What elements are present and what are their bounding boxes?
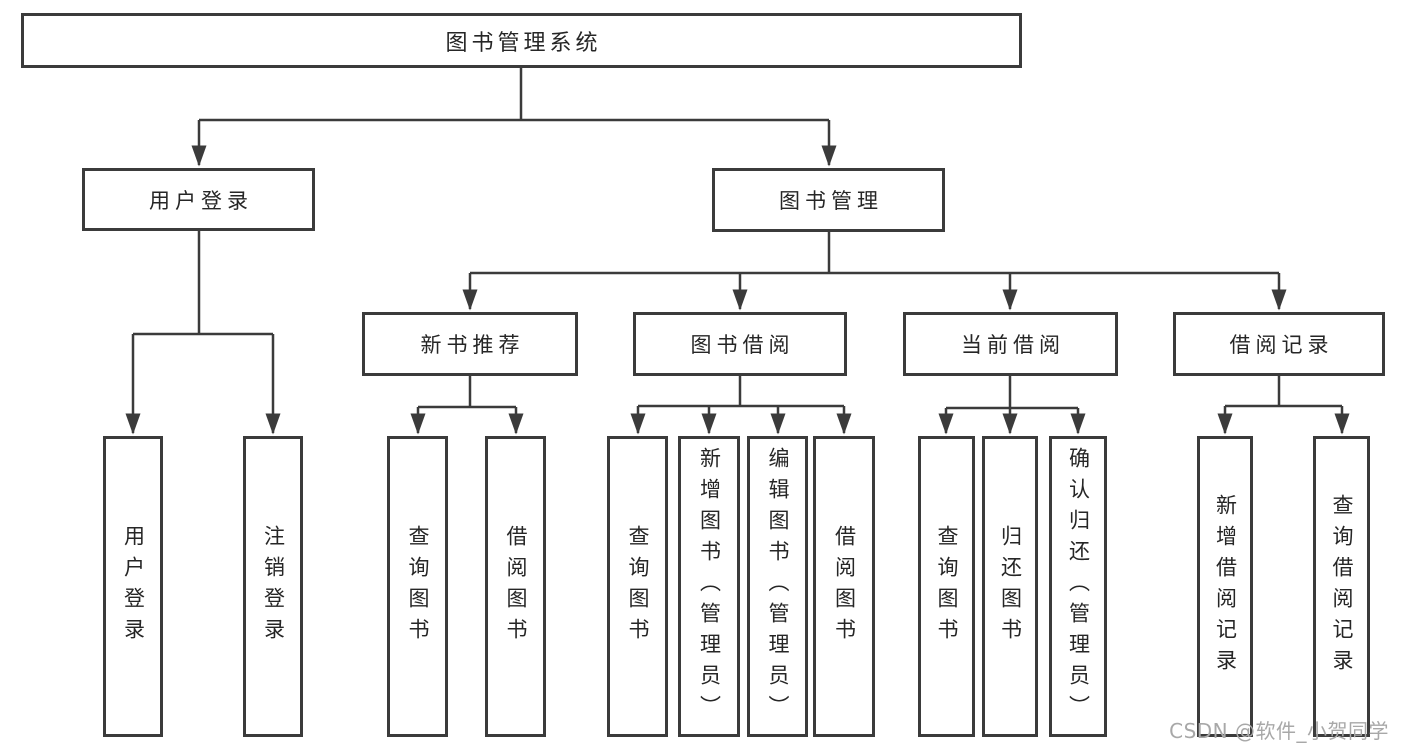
leaf-borrow-books-recommend: 借阅图书 <box>485 436 546 737</box>
node-root: 图书管理系统 <box>21 13 1022 68</box>
node-current-borrowing: 当前借阅 <box>903 312 1118 376</box>
leaf-user-login: 用户登录 <box>103 436 163 737</box>
leaf-add-borrow-record: 新增借阅记录 <box>1197 436 1253 737</box>
leaf-logout: 注销登录 <box>243 436 303 737</box>
leaf-query-borrow-record: 查询借阅记录 <box>1313 436 1370 737</box>
node-book-borrowing: 图书借阅 <box>633 312 847 376</box>
leaf-query-books-current: 查询图书 <box>918 436 975 737</box>
leaf-add-books-admin: 新增图书（管理员） <box>678 436 740 737</box>
node-user-login: 用户登录 <box>82 168 315 231</box>
leaf-return-books: 归还图书 <box>982 436 1038 737</box>
leaf-query-books-recommend: 查询图书 <box>387 436 448 737</box>
leaf-query-books-borrowing: 查询图书 <box>607 436 668 737</box>
node-new-book-recommendation: 新书推荐 <box>362 312 578 376</box>
node-borrowing-records: 借阅记录 <box>1173 312 1385 376</box>
node-book-management: 图书管理 <box>712 168 945 232</box>
leaf-edit-books-admin: 编辑图书（管理员） <box>747 436 808 737</box>
leaf-confirm-return-admin: 确认归还（管理员） <box>1049 436 1107 737</box>
leaf-borrow-books-borrowing: 借阅图书 <box>813 436 875 737</box>
watermark: CSDN @软件_小贺同学 <box>1169 719 1389 743</box>
